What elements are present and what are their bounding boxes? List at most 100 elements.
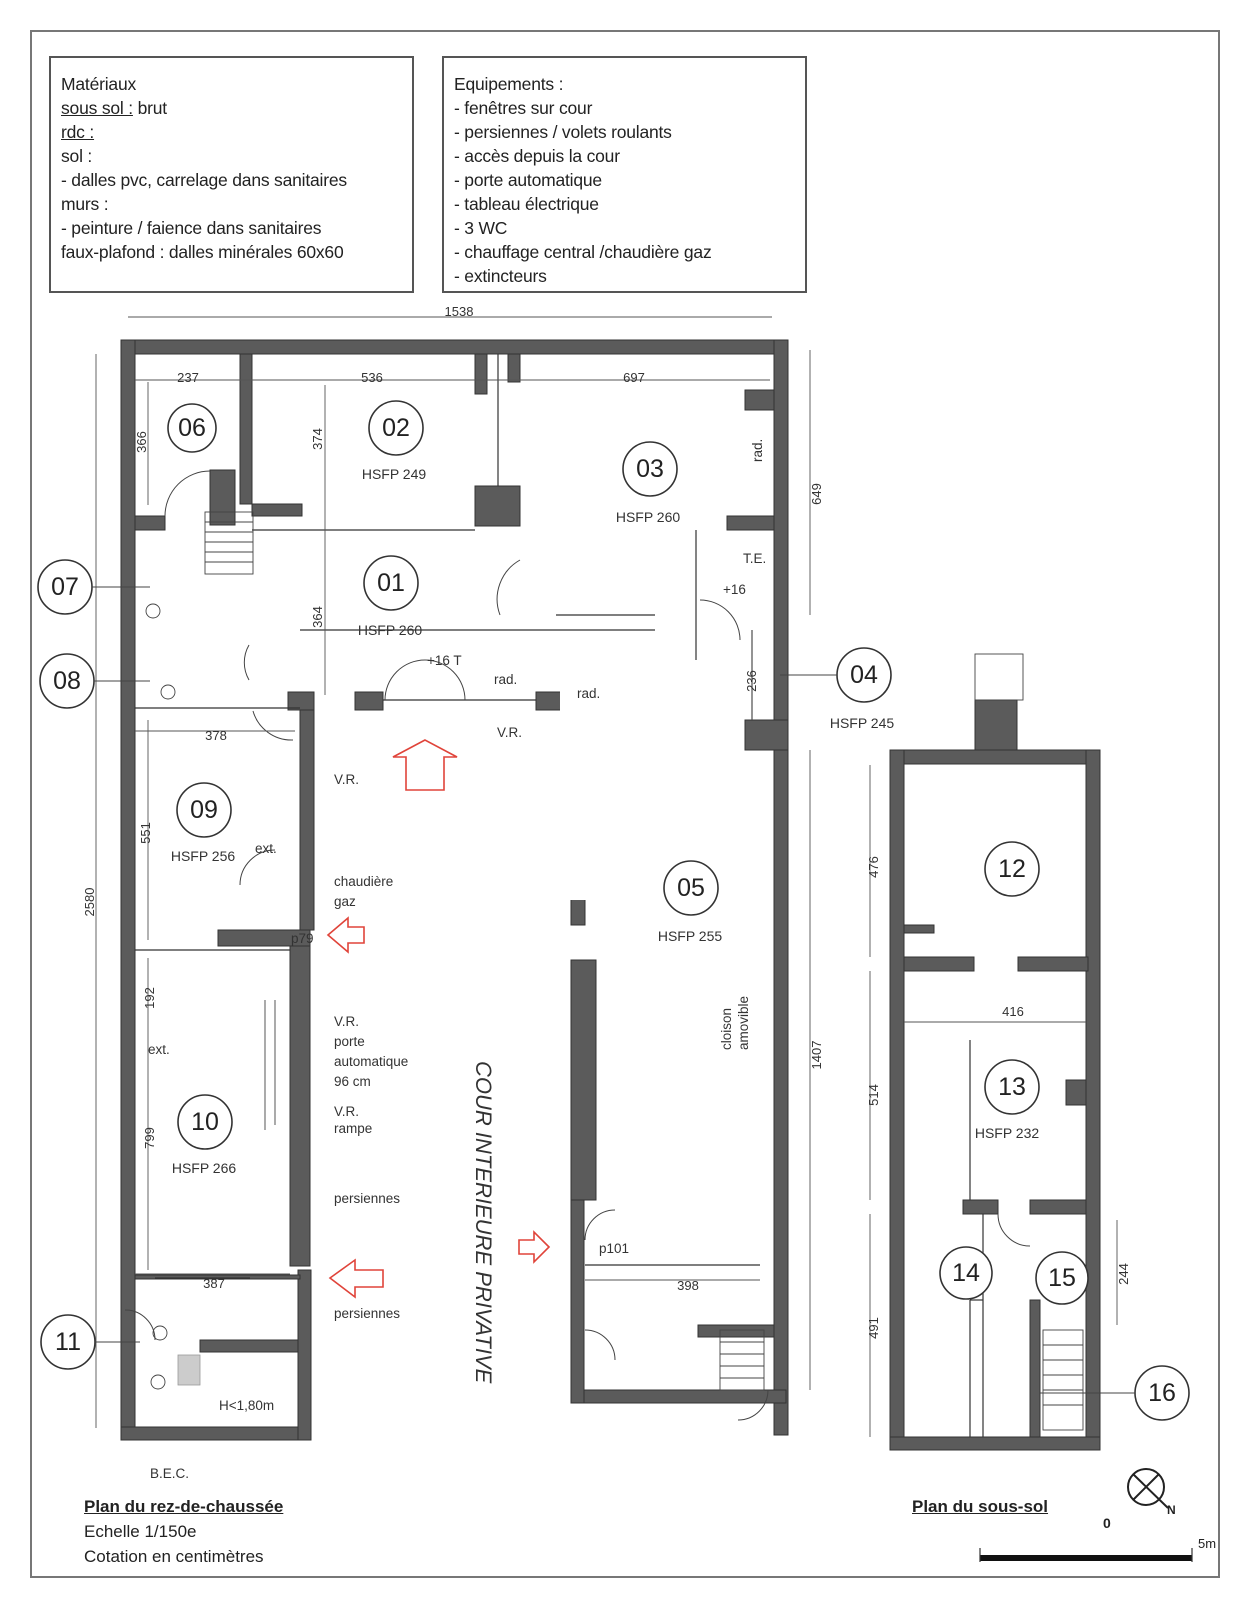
svg-text:p79: p79 [291, 931, 314, 946]
svg-text:416: 416 [1002, 1004, 1024, 1019]
svg-text:cloison: cloison [719, 1008, 734, 1050]
svg-text:HSFP 232: HSFP 232 [975, 1125, 1040, 1141]
svg-text:HSFP 266: HSFP 266 [172, 1160, 237, 1176]
annotations: T.E. +16 +16 T rad. rad. rad. V.R. V.R. … [148, 439, 766, 1481]
dimension-labels: 1538 237 536 697 366 374 364 649 236 378… [82, 304, 1131, 1339]
room-10: 10 HSFP 266 [172, 1094, 237, 1176]
svg-text:378: 378 [205, 728, 227, 743]
scale-bar [979, 1548, 1193, 1562]
right-arrow [518, 1230, 551, 1264]
svg-text:96 cm: 96 cm [334, 1074, 371, 1089]
svg-text:192: 192 [142, 987, 157, 1009]
svg-text:H<1,80m: H<1,80m [219, 1398, 274, 1413]
drawing-frame [30, 30, 1220, 1578]
sanitary-fixtures [145, 603, 201, 1390]
svg-text:13: 13 [998, 1073, 1026, 1101]
svg-text:387: 387 [203, 1276, 225, 1291]
basement-dimension-lines [869, 765, 1118, 1437]
svg-text:14: 14 [952, 1259, 980, 1287]
svg-text:porte: porte [334, 1034, 365, 1049]
svg-text:ext.: ext. [148, 1042, 170, 1057]
left-arrow [326, 916, 365, 954]
equipment-item: - 3 WC [454, 218, 508, 238]
equipment-item: - persiennes / volets roulants [454, 122, 672, 142]
svg-text:1538: 1538 [445, 304, 474, 319]
svg-text:11: 11 [55, 1328, 81, 1356]
svg-text:236: 236 [744, 670, 759, 692]
basement-walls [889, 699, 1101, 1451]
svg-text:V.R.: V.R. [334, 1014, 359, 1029]
svg-text:476: 476 [866, 856, 881, 878]
equipment-item: - accès depuis la cour [454, 146, 620, 166]
stairs [204, 511, 765, 1391]
room-05: 05 HSFP 255 [658, 860, 723, 944]
svg-text:491: 491 [866, 1317, 881, 1339]
dimension-lines [95, 316, 811, 1428]
room-04: 04 HSFP 245 [830, 647, 894, 731]
svg-text:514: 514 [866, 1084, 881, 1106]
room-12: 12 [984, 841, 1040, 897]
svg-text:p101: p101 [599, 1241, 629, 1256]
left-arrow [328, 1258, 384, 1299]
up-arrow [392, 739, 458, 791]
svg-text:V.R.: V.R. [334, 772, 359, 787]
equipment-item: - tableau électrique [454, 194, 599, 214]
svg-text:09: 09 [190, 796, 218, 824]
north-label: N [1167, 1503, 1176, 1517]
svg-text:16: 16 [1148, 1379, 1176, 1407]
ground-floor-units: Cotation en centimètres [84, 1547, 264, 1566]
svg-text:244: 244 [1116, 1263, 1131, 1285]
ground-floor-scale: Echelle 1/150e [84, 1522, 197, 1541]
materials-line: faux-plafond : dalles minérales 60x60 [61, 242, 344, 262]
doors [124, 470, 769, 1421]
svg-text:398: 398 [677, 1278, 699, 1293]
access-arrows [326, 739, 551, 1299]
svg-text:01: 01 [377, 569, 405, 597]
materials-line: rdc : [61, 122, 95, 142]
equipment-item: - extincteurs [454, 266, 547, 286]
svg-text:automatique: automatique [334, 1054, 408, 1069]
obscured-area [560, 670, 730, 900]
north-icon [1127, 1468, 1169, 1509]
equipment-title: Equipements : [454, 74, 564, 94]
room-02: 02 HSFP 249 [362, 400, 426, 482]
svg-text:06: 06 [178, 414, 206, 442]
materials-line: murs : [61, 194, 109, 214]
svg-text:rampe: rampe [334, 1121, 372, 1136]
svg-text:chaudière: chaudière [334, 874, 393, 889]
svg-text:551: 551 [138, 822, 153, 844]
scale-bar-zero-label: 0 [1103, 1515, 1111, 1531]
svg-text:697: 697 [623, 370, 645, 385]
svg-text:+16: +16 [723, 582, 746, 597]
equipment-item: - fenêtres sur cour [454, 98, 593, 118]
svg-text:persiennes: persiennes [334, 1306, 400, 1321]
svg-text:799: 799 [142, 1127, 157, 1149]
room-15: 15 [1035, 1251, 1089, 1305]
svg-text:V.R.: V.R. [334, 1104, 359, 1119]
svg-text:T.E.: T.E. [743, 551, 766, 566]
materials-line: - dalles pvc, carrelage dans sanitaires [61, 170, 347, 190]
equipment-item: - porte automatique [454, 170, 602, 190]
svg-text:05: 05 [677, 874, 705, 902]
svg-text:1407: 1407 [809, 1041, 824, 1070]
svg-text:HSFP 256: HSFP 256 [171, 848, 236, 864]
scale-bar-5m-label: 5m [1198, 1536, 1216, 1551]
label-leaders [92, 586, 1135, 1394]
svg-text:366: 366 [134, 431, 149, 453]
room-01: 01 HSFP 260 [358, 555, 422, 638]
svg-text:ext.: ext. [255, 841, 277, 856]
svg-text:HSFP 260: HSFP 260 [616, 509, 681, 525]
basement-caption: Plan du sous-sol [912, 1494, 1048, 1519]
svg-text:amovible: amovible [736, 996, 751, 1050]
svg-text:649: 649 [809, 483, 824, 505]
courtyard-label: COUR INTERIEURE PRIVATIVE [471, 1061, 496, 1384]
svg-text:12: 12 [998, 855, 1026, 883]
svg-text:374: 374 [310, 428, 325, 450]
room-11: 11 [40, 1314, 96, 1370]
basement-title: Plan du sous-sol [912, 1497, 1049, 1516]
svg-text:03: 03 [636, 455, 664, 483]
svg-text:HSFP 255: HSFP 255 [658, 928, 723, 944]
materials-line: sous sol : brut [61, 98, 167, 118]
svg-text:B.E.C.: B.E.C. [150, 1466, 189, 1481]
svg-text:gaz: gaz [334, 894, 356, 909]
